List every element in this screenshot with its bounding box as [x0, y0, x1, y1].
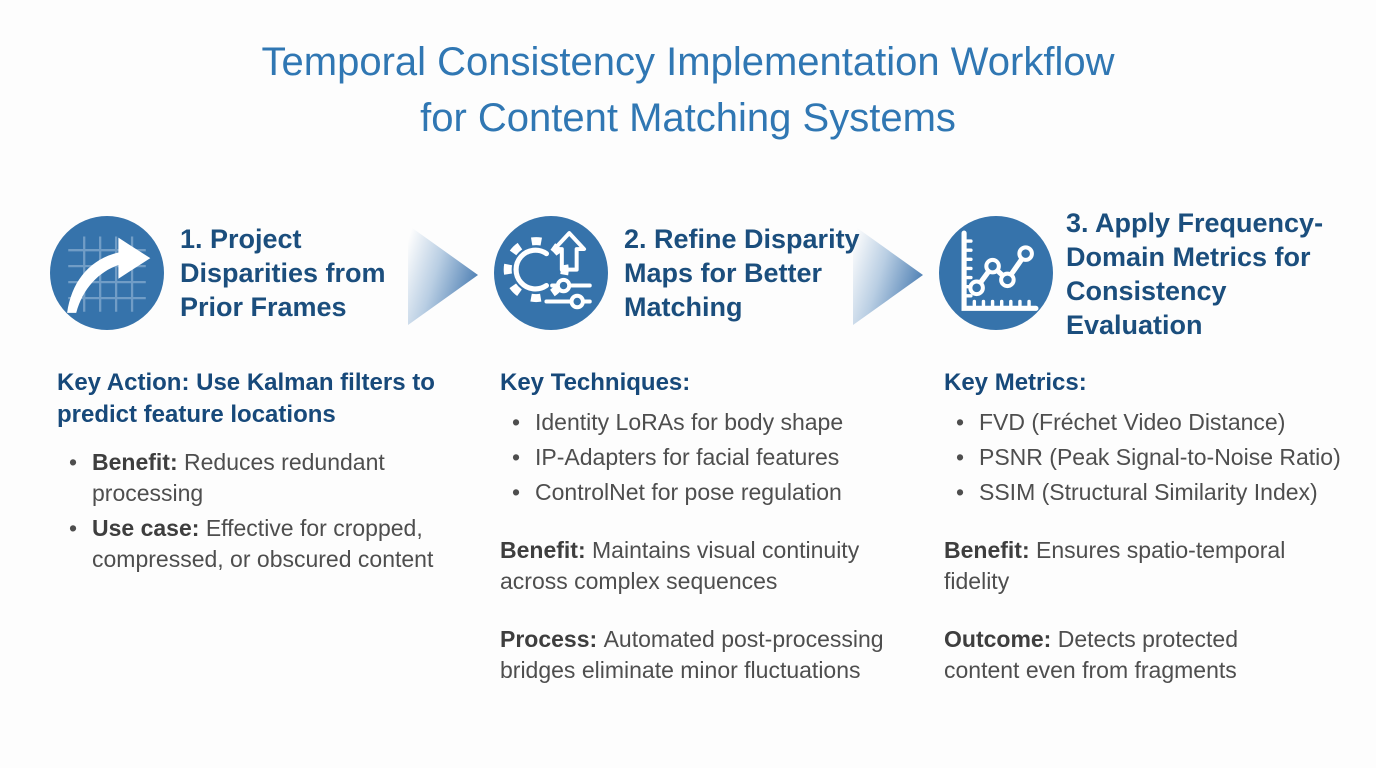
step-2-title: 2. Refine Disparity Maps for Better Matc… — [624, 224, 860, 322]
paragraph-text: Ensures spatio-temporal fidelity — [944, 537, 1286, 594]
benefit-paragraph: Benefit:Maintains visual continuity acro… — [500, 535, 892, 597]
list-item: IP-Adapters for facial features — [500, 442, 892, 473]
list-item: Identity LoRAs for body shape — [500, 407, 892, 438]
page-title-line2: for Content Matching Systems — [420, 96, 956, 140]
step-1-bullet-list: Benefit:Reduces redundant processing Use… — [57, 447, 445, 575]
list-item: Benefit:Reduces redundant processing — [57, 447, 445, 509]
list-item: ControlNet for pose regulation — [500, 477, 892, 508]
step-1-details: Key Action: Use Kalman filters to predic… — [57, 367, 467, 579]
projection-arrow-grid-icon — [50, 216, 164, 330]
step-1-section-heading: Key Action: Use Kalman filters to predic… — [57, 369, 435, 428]
list-item: PSNR (Peak Signal-to-Noise Ratio) — [944, 442, 1364, 473]
bullet-text: PSNR (Peak Signal-to-Noise Ratio) — [979, 444, 1341, 470]
step-3-details: Key Metrics: FVD (Fréchet Video Distance… — [944, 367, 1364, 686]
flow-arrow-icon — [853, 225, 923, 325]
bullet-label: Use case: — [92, 515, 200, 541]
frequency-line-chart-icon — [939, 216, 1053, 330]
bullet-text: Effective for cropped, compressed, or ob… — [92, 515, 434, 572]
list-item: SSIM (Structural Similarity Index) — [944, 477, 1364, 508]
bullet-text: Identity LoRAs for body shape — [535, 409, 844, 435]
step-2-bullet-list: Identity LoRAs for body shape IP-Adapter… — [500, 407, 892, 508]
step-3-bullet-list: FVD (Fréchet Video Distance) PSNR (Peak … — [944, 407, 1364, 508]
page-title: Temporal Consistency Implementation Work… — [0, 34, 1376, 146]
bullet-text: ControlNet for pose regulation — [535, 479, 842, 505]
step-2-section-heading: Key Techniques: — [500, 369, 691, 396]
paragraph-text: Automated post-processing bridges elimin… — [500, 626, 884, 683]
gear-refine-sliders-icon — [494, 216, 608, 330]
bullet-text: Reduces redundant processing — [92, 449, 385, 506]
bullet-label: Benefit: — [92, 449, 178, 475]
bullet-text: FVD (Fréchet Video Distance) — [979, 409, 1286, 435]
paragraph-label: Benefit: — [500, 537, 586, 563]
step-3-section-heading: Key Metrics: — [944, 369, 1087, 396]
process-paragraph: Process:Automated post-processing bridge… — [500, 624, 892, 686]
bullet-text: IP-Adapters for facial features — [535, 444, 840, 470]
step-1-title: 1. Project Disparities from Prior Frames — [180, 224, 386, 322]
step-3-title: 3. Apply Frequency-Domain Metrics for Co… — [1066, 208, 1324, 340]
paragraph-text: Maintains visual continuity across compl… — [500, 537, 860, 594]
paragraph-label: Outcome: — [944, 626, 1052, 652]
paragraph-text: Detects protected content even from frag… — [944, 626, 1238, 683]
outcome-paragraph: Outcome:Detects protected content even f… — [944, 624, 1304, 686]
flow-arrow-icon — [408, 225, 478, 325]
page-title-line1: Temporal Consistency Implementation Work… — [261, 40, 1115, 84]
list-item: FVD (Fréchet Video Distance) — [944, 407, 1364, 438]
benefit-paragraph: Benefit:Ensures spatio-temporal fidelity — [944, 535, 1304, 597]
step-2-details: Key Techniques: Identity LoRAs for body … — [500, 367, 892, 686]
list-item: Use case:Effective for cropped, compress… — [57, 513, 445, 575]
paragraph-label: Process: — [500, 626, 598, 652]
paragraph-label: Benefit: — [944, 537, 1030, 563]
bullet-text: SSIM (Structural Similarity Index) — [979, 479, 1318, 505]
